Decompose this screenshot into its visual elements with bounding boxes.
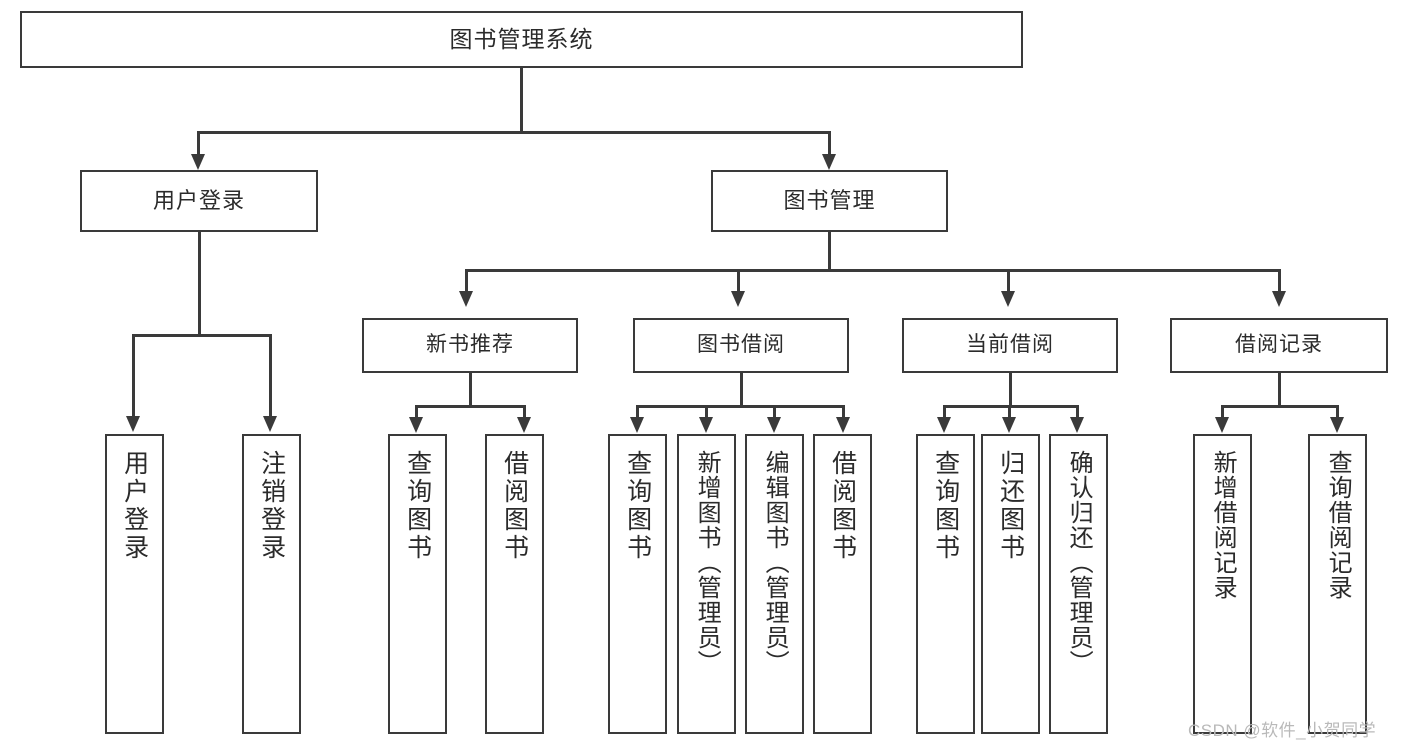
connector-user-login-bus (132, 334, 271, 337)
connector-new-book-drop-2 (523, 405, 526, 419)
node-label: 查询图书 (403, 450, 432, 562)
connector-current-borrow-drop-3 (1076, 405, 1079, 419)
node-book-management[interactable]: 图书管理 (711, 170, 948, 232)
node-label: 当前借阅 (966, 333, 1054, 357)
node-label: 查询借阅记录 (1324, 450, 1352, 600)
arrowhead-borrow-record (1272, 291, 1286, 307)
node-book-borrow[interactable]: 图书借阅 (633, 318, 849, 373)
leaf-add-book[interactable]: 新增图书（管理员） (677, 434, 736, 734)
node-borrow-record[interactable]: 借阅记录 (1170, 318, 1388, 373)
node-label: 新增借阅记录 (1209, 450, 1237, 600)
connector-book-borrow-drop-2 (705, 405, 708, 419)
node-label: 编辑图书（管理员） (761, 450, 789, 675)
connector-current-borrow-drop-1 (943, 405, 946, 419)
connector-borrow-record-drop-2 (1336, 405, 1339, 419)
node-label: 新增图书（管理员） (693, 450, 721, 675)
arrowhead-leaf-query-record (1330, 417, 1344, 433)
connector-current-borrow-drop-2 (1008, 405, 1011, 419)
node-label: 借阅图书 (500, 450, 529, 562)
node-label: 图书管理 (783, 188, 876, 214)
connector-root-stem (520, 68, 523, 132)
connector-new-book-stem (469, 373, 472, 407)
arrowhead-book-management (822, 154, 836, 170)
connector-to-leaf-user-login (132, 334, 135, 418)
node-label: 借阅图书 (828, 450, 857, 562)
connector-to-current-borrow (1007, 269, 1010, 293)
arrowhead-leaf-edit-book (767, 417, 781, 433)
leaf-query-book-1[interactable]: 查询图书 (388, 434, 447, 734)
arrowhead-user-login (191, 154, 205, 170)
connector-to-book-borrow (737, 269, 740, 293)
node-label: 查询图书 (931, 450, 960, 562)
connector-root-to-user-login (197, 131, 200, 156)
leaf-query-record[interactable]: 查询借阅记录 (1308, 434, 1367, 734)
connector-borrow-record-drop-1 (1221, 405, 1224, 419)
arrowhead-leaf-borrow-book-2 (836, 417, 850, 433)
leaf-return-book[interactable]: 归还图书 (981, 434, 1040, 734)
leaf-borrow-book-2[interactable]: 借阅图书 (813, 434, 872, 734)
node-label: 新书推荐 (426, 333, 514, 357)
node-label: 归还图书 (996, 450, 1025, 562)
connector-borrow-record-stem (1278, 373, 1281, 407)
node-label: 确认归还（管理员） (1065, 450, 1093, 675)
arrowhead-leaf-add-book (699, 417, 713, 433)
connector-level3-bus (465, 269, 1280, 272)
connector-book-borrow-stem (740, 373, 743, 407)
connector-to-new-book-recommend (465, 269, 468, 293)
leaf-borrow-book-1[interactable]: 借阅图书 (485, 434, 544, 734)
leaf-add-record[interactable]: 新增借阅记录 (1193, 434, 1252, 734)
node-label: 查询图书 (623, 450, 652, 562)
arrowhead-leaf-user-login (126, 416, 140, 432)
connector-new-book-drop-1 (415, 405, 418, 419)
arrowhead-current-borrow (1001, 291, 1015, 307)
leaf-query-book-3[interactable]: 查询图书 (916, 434, 975, 734)
connector-root-to-book-management (828, 131, 831, 156)
leaf-query-book-2[interactable]: 查询图书 (608, 434, 667, 734)
leaf-user-login[interactable]: 用户登录 (105, 434, 164, 734)
arrowhead-leaf-query-book-2 (630, 417, 644, 433)
connector-book-borrow-bus (636, 405, 844, 408)
node-label: 借阅记录 (1235, 333, 1323, 357)
node-current-borrow[interactable]: 当前借阅 (902, 318, 1118, 373)
arrowhead-new-book-recommend (459, 291, 473, 307)
node-label: 用户登录 (152, 188, 245, 214)
node-label: 用户登录 (120, 450, 149, 562)
connector-borrow-record-bus (1221, 405, 1338, 408)
node-root-system[interactable]: 图书管理系统 (20, 11, 1023, 68)
connector-book-management-stem (828, 232, 831, 271)
arrowhead-leaf-add-record (1215, 417, 1229, 433)
leaf-confirm-return[interactable]: 确认归还（管理员） (1049, 434, 1108, 734)
arrowhead-leaf-query-book-1 (409, 417, 423, 433)
node-label: 图书管理系统 (449, 26, 594, 53)
csdn-watermark: CSDN @软件_小贺同学 (1188, 721, 1377, 740)
connector-book-borrow-drop-4 (842, 405, 845, 419)
node-label: 图书借阅 (697, 333, 785, 357)
connector-book-borrow-drop-1 (636, 405, 639, 419)
arrowhead-leaf-confirm-return (1070, 417, 1084, 433)
connector-root-bus (197, 131, 830, 134)
arrowhead-leaf-logout (263, 416, 277, 432)
node-user-login[interactable]: 用户登录 (80, 170, 318, 232)
node-new-book-recommend[interactable]: 新书推荐 (362, 318, 578, 373)
connector-book-borrow-drop-3 (773, 405, 776, 419)
leaf-logout[interactable]: 注销登录 (242, 434, 301, 734)
connector-user-login-stem (198, 232, 201, 336)
leaf-edit-book[interactable]: 编辑图书（管理员） (745, 434, 804, 734)
arrowhead-book-borrow (731, 291, 745, 307)
arrowhead-leaf-borrow-book-1 (517, 417, 531, 433)
connector-current-borrow-stem (1009, 373, 1012, 407)
connector-new-book-bus (415, 405, 525, 408)
arrowhead-leaf-return-book (1002, 417, 1016, 433)
node-label: 注销登录 (257, 450, 286, 562)
connector-to-leaf-logout (269, 334, 272, 418)
connector-current-borrow-bus (943, 405, 1078, 408)
arrowhead-leaf-query-book-3 (937, 417, 951, 433)
connector-to-borrow-record (1278, 269, 1281, 293)
